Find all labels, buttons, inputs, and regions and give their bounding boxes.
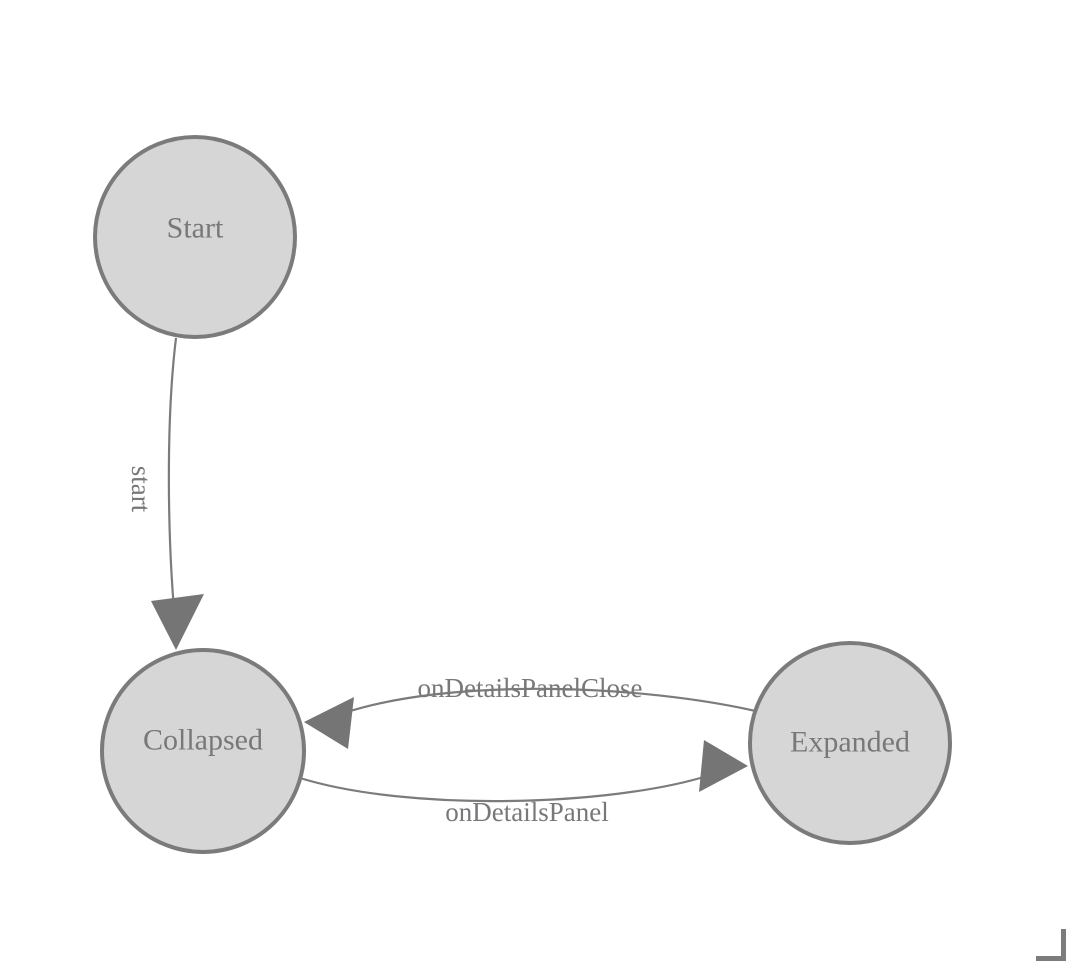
- node-collapsed-circle: [100, 648, 306, 854]
- edge-expanded-to-collapsed-arrowhead-icon: [304, 697, 354, 749]
- node-expanded-circle: [748, 641, 952, 845]
- corner-resize-handle[interactable]: [1036, 929, 1066, 961]
- edge-start-to-collapsed[interactable]: [151, 337, 204, 650]
- edge-label-start: start: [126, 466, 156, 513]
- node-start-label: Start: [167, 212, 224, 245]
- edge-expanded-to-collapsed[interactable]: [304, 687, 761, 749]
- corner-resize-handle-horizontal-arm: [1036, 956, 1066, 961]
- node-expanded[interactable]: Expanded: [748, 641, 952, 845]
- edge-label-on-details-panel: onDetailsPanel: [445, 797, 608, 827]
- edge-collapsed-to-expanded[interactable]: [299, 740, 748, 803]
- node-collapsed[interactable]: Collapsed: [100, 648, 306, 854]
- node-start-circle: [93, 135, 297, 339]
- edge-collapsed-to-expanded-arrowhead-icon: [699, 740, 748, 792]
- node-expanded-label: Expanded: [790, 726, 910, 759]
- edge-start-to-collapsed-arrowhead-icon: [151, 594, 204, 650]
- edge-expanded-to-collapsed-path: [343, 687, 761, 715]
- edge-label-on-details-panel-close: onDetailsPanelClose: [418, 673, 643, 703]
- node-collapsed-label: Collapsed: [143, 724, 263, 757]
- corner-resize-handle-vertical-arm: [1061, 929, 1066, 961]
- edge-start-to-collapsed-path: [167, 337, 178, 633]
- node-start[interactable]: Start: [93, 135, 297, 339]
- edge-collapsed-to-expanded-path: [299, 774, 708, 803]
